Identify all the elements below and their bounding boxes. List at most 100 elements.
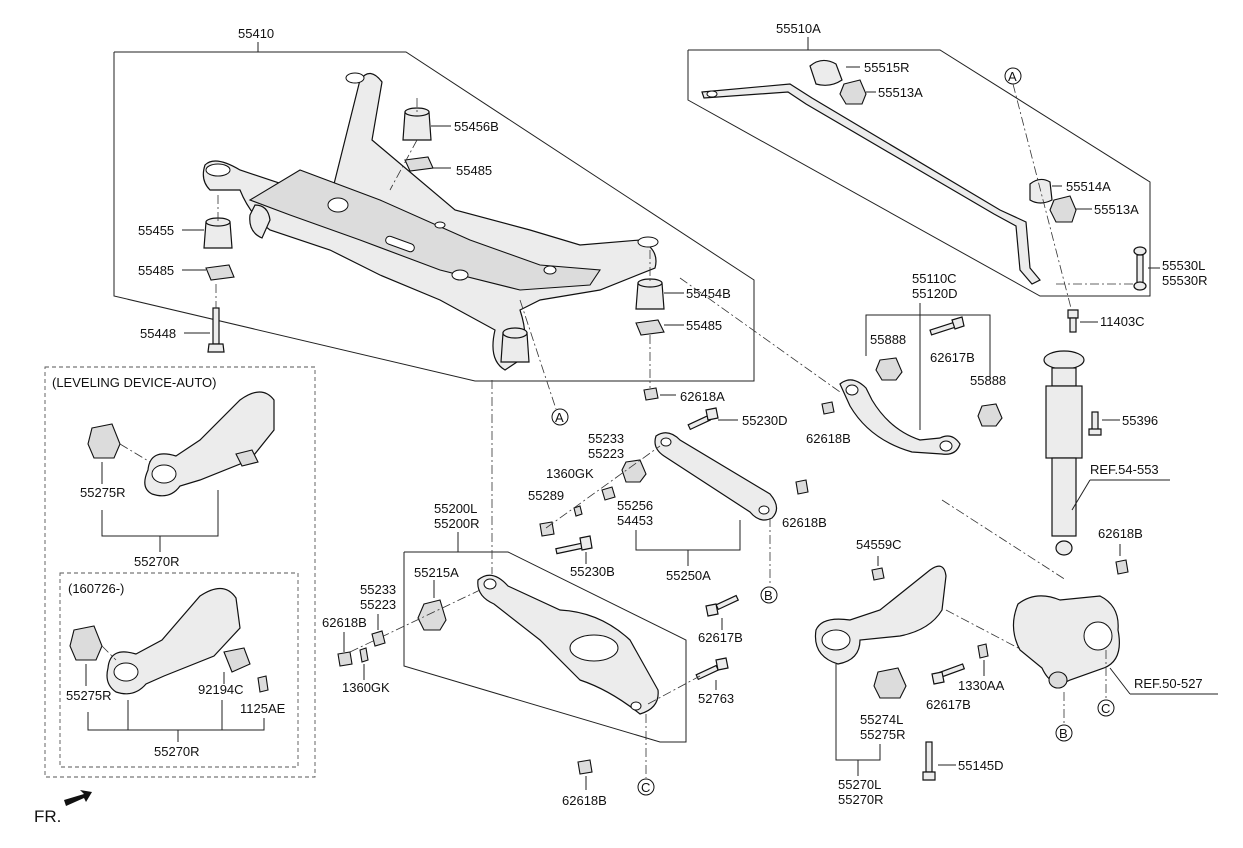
upper-arm-55110C [839, 379, 961, 455]
washer-55485-c [635, 319, 665, 336]
label-55223-a: 55223 [588, 446, 624, 461]
nut-54559C [871, 567, 885, 581]
bolt-55230D [687, 407, 719, 431]
bushing-55888-a [875, 357, 903, 381]
label-62618B-b: 62618B [782, 515, 827, 530]
label-55289: 55289 [528, 488, 564, 503]
callout-b-mid-text: B [764, 588, 773, 603]
bushing-55256 [621, 459, 647, 483]
label-55233-b: 55233 [360, 582, 396, 597]
crossmember-55410 [202, 72, 659, 371]
nut-62618B-b [795, 479, 809, 495]
label-55448: 55448 [140, 326, 176, 341]
label-55396: 55396 [1122, 413, 1158, 428]
label-55120D: 55120D [912, 286, 958, 301]
bushing-55454B [635, 278, 665, 310]
label-ref-54-553: REF.54-553 [1090, 462, 1159, 477]
label-160726: (160726-) [68, 581, 124, 596]
label-55230B: 55230B [570, 564, 615, 579]
label-62618B-a: 62618B [806, 431, 851, 446]
label-55250A: 55250A [666, 568, 711, 583]
label-55145D: 55145D [958, 758, 1004, 773]
label-55200R: 55200R [434, 516, 480, 531]
bolt-55448 [207, 284, 225, 353]
callout-b-right-text: B [1059, 726, 1068, 741]
label-1360GK-b: 1360GK [342, 680, 390, 695]
bracket-92194C [223, 647, 251, 673]
washer-55233-b [371, 630, 386, 647]
bolt-62617B-b [705, 594, 740, 617]
label-55270L: 55270L [838, 777, 881, 792]
label-54453: 54453 [617, 513, 653, 528]
label-62617B-a: 62617B [930, 350, 975, 365]
bolt-11403C [1067, 309, 1079, 333]
nut-62618B-d [577, 759, 593, 775]
label-55530R: 55530R [1162, 273, 1208, 288]
stabilizer-link-55530 [1056, 246, 1147, 291]
bushing-55888-b [977, 403, 1003, 427]
bolt-55145D [922, 741, 936, 781]
lower-arm-160726 [106, 587, 241, 695]
label-55454B: 55454B [686, 286, 731, 301]
label-62618B-c: 62618B [322, 615, 367, 630]
bushing-55275R-b [69, 625, 103, 661]
label-52763: 52763 [698, 691, 734, 706]
washer-55233-a [601, 486, 616, 501]
label-55515R: 55515R [864, 60, 910, 75]
label-55485-a: 55485 [456, 163, 492, 178]
nut-62618B-c [337, 651, 353, 667]
label-55270R-c: 55270R [838, 792, 884, 807]
bushing-55455 [203, 217, 233, 249]
bolt-55230B [555, 535, 593, 555]
washer-1360GK-b [359, 647, 369, 663]
label-55230D: 55230D [742, 413, 788, 428]
label-55270R-b: 55270R [154, 744, 200, 759]
callout-b-right [1055, 724, 1073, 742]
label-55888-b: 55888 [970, 373, 1006, 388]
callout-c-right-text: C [1101, 701, 1110, 716]
label-62618B-d: 62618B [562, 793, 607, 808]
label-54559C: 54559C [856, 537, 902, 552]
label-55485-c: 55485 [686, 318, 722, 333]
washer-55485-a [404, 156, 434, 172]
shock-absorber [1043, 350, 1085, 556]
label-55275R-b: 55275R [66, 688, 112, 703]
label-55485-b: 55485 [138, 263, 174, 278]
callout-a-top-text: A [1008, 69, 1017, 84]
bushing-55215A [417, 599, 447, 631]
callout-c-bottom-text: C [641, 780, 650, 795]
label-62618B-e: 62618B [1098, 526, 1143, 541]
nut-62618A [643, 387, 659, 401]
variant-160726-box [59, 572, 299, 768]
bushing-55274L [873, 667, 907, 699]
front-direction-indicator: FR. [34, 790, 92, 826]
label-leveling-device: (LEVELING DEVICE-AUTO) [52, 375, 216, 390]
lower-arm-leveling [144, 391, 275, 497]
label-55275R-a: 55275R [80, 485, 126, 500]
bushing-55513A-b [1049, 195, 1077, 223]
label-55110C: 55110C [912, 271, 957, 286]
label-11403C: 11403C [1100, 314, 1145, 329]
label-55530L: 55530L [1162, 258, 1205, 273]
bolt-52763 [695, 657, 729, 681]
stabilizer-group: 55510A 55515R 55513A 55514A 55513A [687, 21, 1151, 297]
bracket-55515R [809, 59, 843, 86]
label-55256: 55256 [617, 498, 653, 513]
label-55510A: 55510A [776, 21, 821, 36]
nut-62618B-a [821, 401, 835, 415]
washer-1360GK-a [573, 505, 583, 517]
sleeve-crossmember [500, 327, 530, 363]
nut-62618B-e [1115, 559, 1129, 575]
label-1330AA: 1330AA [958, 678, 1005, 693]
label-55456B: 55456B [454, 119, 499, 134]
label-1125AE: 1125AE [240, 701, 286, 716]
lower-arm-55200L [477, 574, 659, 715]
label-55513A-b: 55513A [1094, 202, 1139, 217]
variant-outer-box [44, 366, 316, 778]
callout-a-mid [551, 408, 569, 426]
crossmember-group-outline [113, 51, 755, 382]
stabilizer-bar-55510A [701, 83, 1041, 285]
label-55514A: 55514A [1066, 179, 1111, 194]
